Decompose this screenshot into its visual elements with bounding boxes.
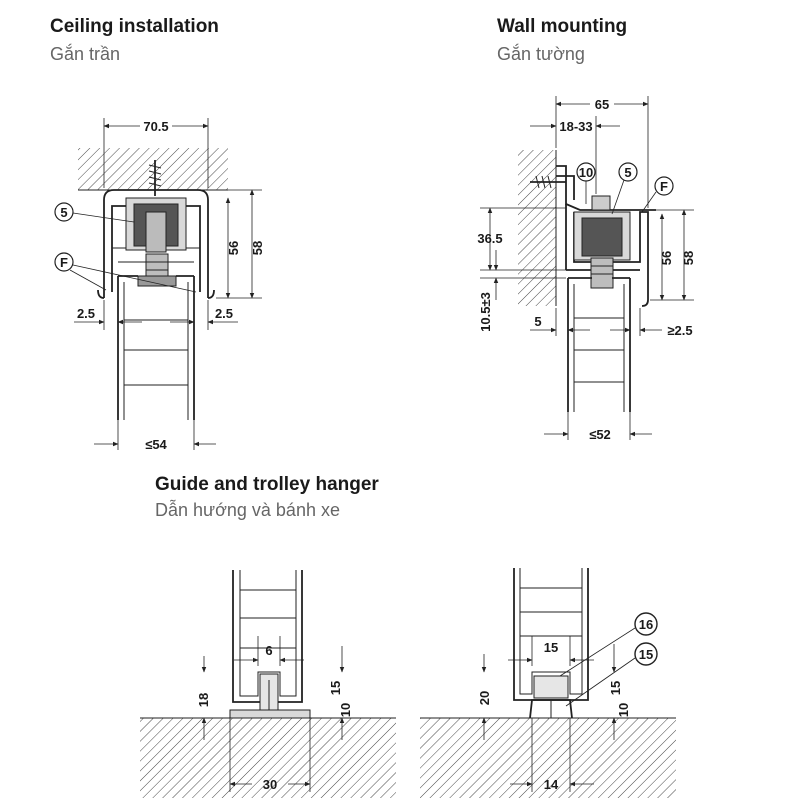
- wall: [518, 150, 556, 306]
- callout-f-ceiling: [54, 252, 74, 272]
- floor-left: [140, 718, 396, 798]
- ceiling-diagram: 70.5 56 58 2.5 2.5 ≤54 5 F: [54, 118, 265, 452]
- callout-f-ceiling-label: F: [60, 255, 68, 270]
- callout-16-label: 16: [639, 617, 653, 632]
- guide-right-depth: 15: [608, 681, 623, 695]
- callout-5-wall: [618, 162, 638, 182]
- wall-diagram: 65 18-33 36.5 10.5±3 56 58 5 ≥2.5: [477, 96, 696, 442]
- guide-left-clear: 10: [338, 703, 353, 717]
- ceiling-width-label: 70.5: [143, 119, 168, 134]
- ceiling-h2-label: 58: [250, 241, 265, 255]
- ceiling-door-panel: [117, 275, 195, 420]
- ceiling-door-width: ≤54: [145, 437, 167, 452]
- floor-right: [420, 718, 676, 798]
- guide-right-diagram: 15 20 15 10 14 16 15: [420, 568, 676, 798]
- wall-width-label: 65: [595, 97, 609, 112]
- wall-gap-left: 5: [534, 314, 541, 329]
- wall-door-width: ≤52: [589, 427, 611, 442]
- guide-right-clear: 10: [616, 703, 631, 717]
- wall-gap-right: ≥2.5: [667, 323, 692, 338]
- wall-hanger-bolt: [590, 257, 614, 289]
- wall-offset-label: 18-33: [559, 119, 592, 134]
- wall-title: Wall mounting: [497, 16, 628, 37]
- ceiling-gap-right: 2.5: [215, 306, 233, 321]
- ceiling-subtitle: Gắn trần: [50, 44, 121, 64]
- callout-f-wall-label: F: [660, 179, 668, 194]
- wall-door-panel: [567, 277, 631, 412]
- ceiling-slab: [78, 148, 228, 190]
- guide-right-slot: 15: [544, 640, 558, 655]
- ceiling-h1-label: 56: [226, 241, 241, 255]
- wall-upper-height: 36.5: [477, 231, 502, 246]
- callout-f-wall: [654, 176, 674, 196]
- guide-subtitle: Dẫn hướng và bánh xe: [155, 500, 340, 520]
- ceiling-gap-left: 2.5: [77, 306, 95, 321]
- callout-5-ceiling-label: 5: [60, 205, 67, 220]
- guide-left-diagram: 6 18 15 10 30: [140, 570, 396, 798]
- guide-left-base: 30: [263, 777, 277, 792]
- guide-right-height: 20: [477, 691, 492, 705]
- callout-10-wall-label: 10: [579, 165, 593, 180]
- guide-left-depth: 15: [328, 681, 343, 695]
- wall-lower-height: 10.5±3: [478, 292, 493, 332]
- guide-base-left: [229, 709, 311, 719]
- wall-h1-label: 56: [659, 251, 674, 265]
- wall-h2-label: 58: [681, 251, 696, 265]
- callout-16: [634, 612, 658, 636]
- guide-left-slot: 6: [265, 643, 272, 658]
- guide-title: Guide and trolley hanger: [155, 474, 379, 495]
- guide-roller-right: [533, 675, 569, 699]
- callout-5-ceiling: [54, 202, 74, 222]
- guide-left-height: 18: [196, 693, 211, 707]
- wall-subtitle: Gắn tường: [497, 44, 585, 64]
- callout-15-label: 15: [639, 647, 653, 662]
- guide-right-base: 14: [544, 777, 559, 792]
- callout-5-wall-label: 5: [624, 165, 631, 180]
- ceiling-title: Ceiling installation: [50, 16, 219, 37]
- callout-15: [634, 642, 658, 666]
